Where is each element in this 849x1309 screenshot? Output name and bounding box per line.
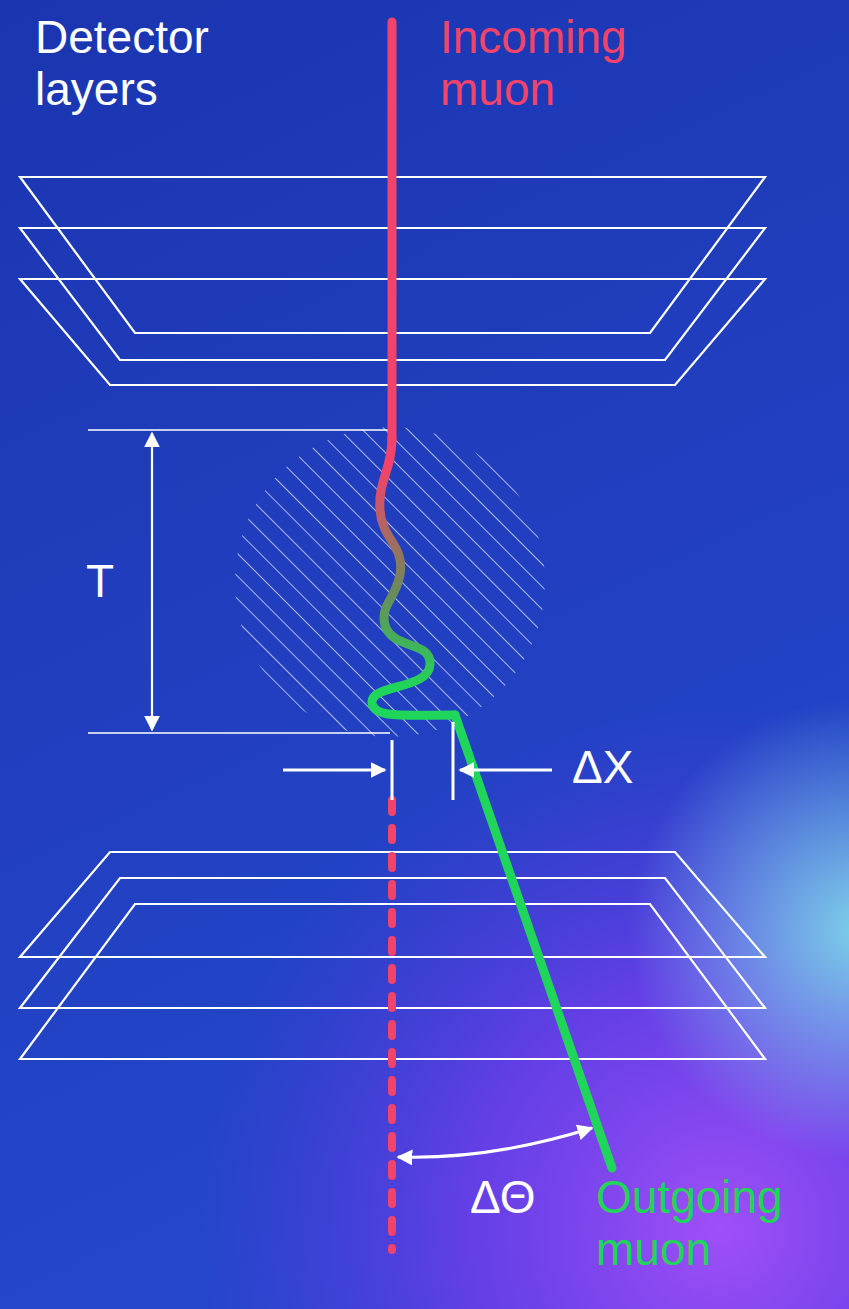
extension-line: [88, 429, 390, 430]
track-label: Outgoing muon: [596, 1172, 841, 1275]
dimension-arrow: [460, 769, 552, 772]
angle-arrow: [398, 1128, 592, 1157]
extension-line: [88, 732, 390, 733]
projected-track: [388, 800, 396, 1250]
tick-line: [452, 722, 455, 800]
tick-line: [391, 740, 394, 800]
incoming-muon-track: [388, 22, 397, 440]
dimension-arrow: [283, 769, 385, 772]
hatched-object: [235, 427, 545, 737]
angle-label: ΔΘ: [470, 1172, 580, 1224]
dimension-arrow: [151, 433, 153, 730]
group-label: Detector layers: [35, 12, 295, 115]
scattering-track: [372, 438, 455, 715]
track-label: Incoming muon: [440, 12, 700, 115]
dimension-label: T: [86, 556, 136, 608]
dimension-label: ΔX: [572, 742, 692, 794]
offset-dimension: [283, 722, 552, 800]
thickness-dimension: [88, 430, 390, 733]
